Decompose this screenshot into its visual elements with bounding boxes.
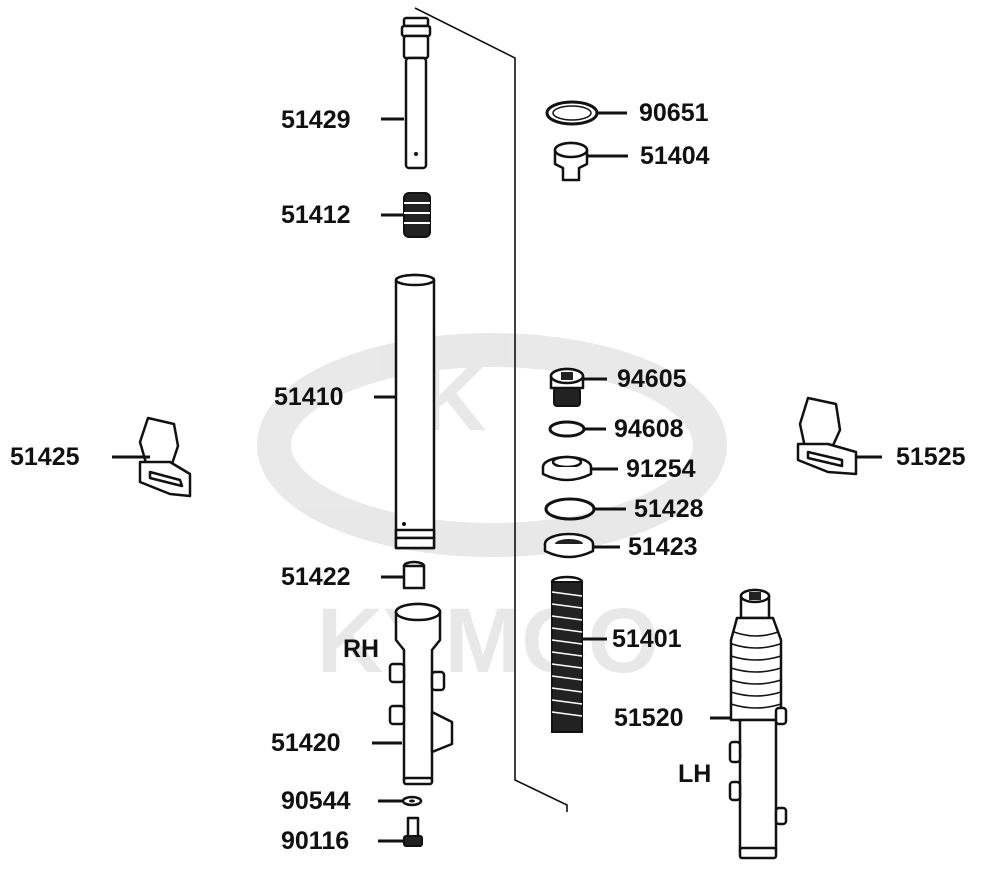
fork-spring-icon [550, 575, 584, 733]
part-label-51401: 51401 [612, 625, 682, 653]
oil-lock-piece-icon [402, 560, 426, 590]
part-label-91254: 91254 [626, 455, 696, 483]
part-label-51410: 51410 [274, 383, 344, 411]
retaining-ring-icon [544, 497, 596, 521]
o-ring-small-icon [548, 420, 586, 438]
part-label-51425: 51425 [10, 443, 80, 471]
bushing-icon [543, 532, 595, 559]
part-label-51520: 51520 [614, 704, 684, 732]
rebound-spring-icon [403, 192, 431, 238]
kymco-watermark-logo: K KYMCO [257, 333, 727, 692]
part-label-90116: 90116 [281, 827, 350, 855]
outer-fork-tube-right-icon [388, 602, 454, 786]
part-label-51420: 51420 [271, 729, 341, 757]
o-ring-icon [545, 100, 599, 126]
side-label-rh: RH [343, 635, 380, 663]
oil-seal-icon [541, 455, 593, 482]
part-label-51412: 51412 [281, 201, 351, 229]
part-label-90651: 90651 [639, 99, 709, 127]
part-label-51428: 51428 [634, 495, 704, 523]
part-label-51422: 51422 [281, 563, 351, 591]
part-label-51423: 51423 [628, 533, 698, 561]
inner-fork-tube-icon [394, 273, 436, 550]
side-label-lh: LH [678, 760, 712, 788]
part-label-51525: 51525 [896, 443, 966, 471]
part-label-94605: 94605 [617, 365, 687, 393]
part-label-51429: 51429 [281, 106, 351, 134]
fork-assembly-left-icon [728, 588, 788, 860]
fork-cap-icon [553, 141, 589, 182]
bolt-icon [403, 816, 423, 847]
fork-guard-left-icon [796, 396, 858, 476]
fork-top-bolt-icon [549, 367, 585, 407]
part-label-51404: 51404 [640, 142, 710, 170]
part-label-90544: 90544 [281, 787, 351, 815]
watermark-brand: KYMCO [317, 590, 659, 692]
assembly-outline [414, 7, 568, 812]
fork-damper-rod-icon [400, 16, 432, 170]
washer-icon [401, 795, 423, 807]
part-label-94608: 94608 [614, 415, 684, 443]
